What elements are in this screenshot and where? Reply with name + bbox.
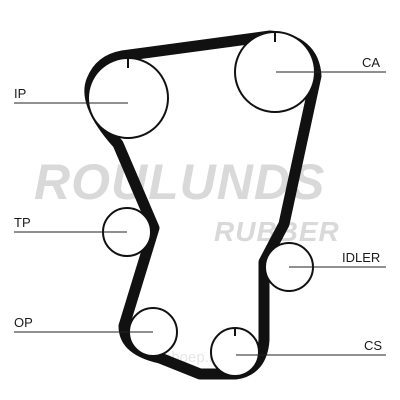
label-ca: CA bbox=[362, 55, 380, 70]
label-tp: TP bbox=[14, 215, 31, 230]
label-idler: IDLER bbox=[342, 250, 380, 265]
label-op: OP bbox=[14, 315, 33, 330]
pulley-ip bbox=[87, 57, 169, 139]
label-cs: CS bbox=[364, 338, 382, 353]
watermark-brand: ROULUNDS bbox=[34, 154, 325, 210]
label-ip: IP bbox=[14, 86, 26, 101]
